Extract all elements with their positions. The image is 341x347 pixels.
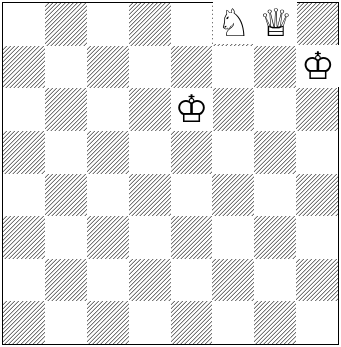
square-c3[interactable] [87,216,129,259]
square-b8[interactable] [45,3,87,46]
square-h3[interactable] [296,216,338,259]
square-d4[interactable] [129,174,171,217]
square-h1[interactable] [296,301,338,344]
square-b5[interactable] [45,131,87,174]
white-knight-icon[interactable]: ♘ [213,2,255,44]
square-f1[interactable] [212,301,254,344]
square-e4[interactable] [171,174,213,217]
square-c2[interactable] [87,259,129,302]
white-king-icon[interactable]: ♔ [171,88,213,130]
square-b4[interactable] [45,174,87,217]
square-a1[interactable] [3,301,45,344]
square-h8[interactable] [296,3,338,46]
square-a4[interactable] [3,174,45,217]
square-e7[interactable] [171,46,213,89]
square-h4[interactable] [296,174,338,217]
square-a7[interactable] [3,46,45,89]
square-g5[interactable] [254,131,296,174]
square-e3[interactable] [171,216,213,259]
square-c7[interactable] [87,46,129,89]
square-f4[interactable] [212,174,254,217]
square-a5[interactable] [3,131,45,174]
square-f2[interactable] [212,259,254,302]
square-f7[interactable] [212,46,254,89]
square-b3[interactable] [45,216,87,259]
square-f6[interactable] [212,88,254,131]
square-d5[interactable] [129,131,171,174]
square-g1[interactable] [254,301,296,344]
square-c1[interactable] [87,301,129,344]
square-a2[interactable] [3,259,45,302]
square-c5[interactable] [87,131,129,174]
square-b1[interactable] [45,301,87,344]
square-d7[interactable] [129,46,171,89]
square-e2[interactable] [171,259,213,302]
white-queen-icon[interactable]: ♕ [255,2,297,44]
square-g3[interactable] [254,216,296,259]
square-d2[interactable] [129,259,171,302]
square-e1[interactable] [171,301,213,344]
square-h6[interactable] [296,88,338,131]
square-h2[interactable] [296,259,338,302]
square-h5[interactable] [296,131,338,174]
square-a3[interactable] [3,216,45,259]
square-g2[interactable] [254,259,296,302]
chess-board [2,2,339,345]
square-e8[interactable] [171,3,213,46]
square-d8[interactable] [129,3,171,46]
square-g6[interactable] [254,88,296,131]
square-a8[interactable] [3,3,45,46]
square-b2[interactable] [45,259,87,302]
square-f5[interactable] [212,131,254,174]
square-a6[interactable] [3,88,45,131]
square-e5[interactable] [171,131,213,174]
square-b7[interactable] [45,46,87,89]
square-d3[interactable] [129,216,171,259]
square-c4[interactable] [87,174,129,217]
square-d1[interactable] [129,301,171,344]
square-d6[interactable] [129,88,171,131]
white-king-icon[interactable]: ♔ [297,45,339,87]
square-c8[interactable] [87,3,129,46]
square-g7[interactable] [254,46,296,89]
square-b6[interactable] [45,88,87,131]
square-f3[interactable] [212,216,254,259]
chess-board-container: ♘♕♔♔ [2,2,339,345]
square-c6[interactable] [87,88,129,131]
square-g4[interactable] [254,174,296,217]
